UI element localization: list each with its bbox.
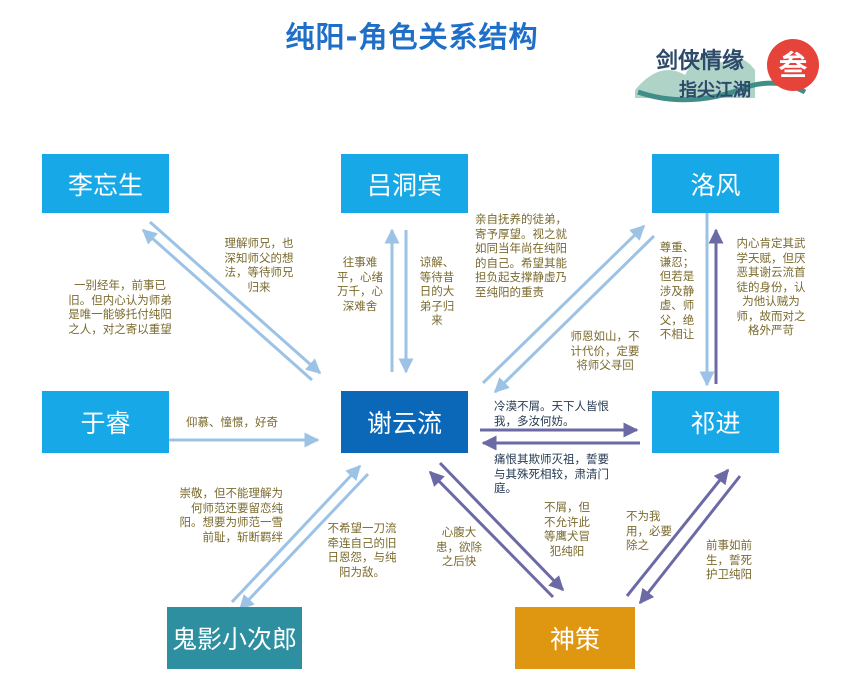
- arrow-gui-to-xie: [230, 464, 362, 604]
- label-lv-to-xie: 谅解、等待昔日的大弟子归来: [419, 255, 455, 327]
- node-xie-yunliu[interactable]: 谢云流: [341, 391, 468, 453]
- label-xie-to-qi: 冷漠不屑。天下人皆恨我，多汝何妨。: [494, 399, 609, 428]
- logo-badge-text: 叁: [778, 49, 808, 82]
- label-gui-to-xie: 崇敬，但不能理解为何师范还要留恋纯阳。想要为师范一雪前耻，斩断羁绊: [179, 486, 284, 544]
- label-yu-to-xie: 仰慕、憧憬，好奇: [186, 415, 278, 429]
- arrow-luo-to-xie: [493, 234, 656, 394]
- node-li-wangsheng[interactable]: 李忘生: [42, 154, 169, 213]
- logo-mountain: [635, 57, 755, 98]
- label-xie-to-li: 理解师兄，也深知师父的想法，等待师兄归来: [224, 236, 294, 294]
- label-qi-to-xie: 痛恨其欺师灭祖，誓要与其殊死相较，肃清门庭。: [494, 452, 609, 495]
- arrow-shen-to-xie: [428, 470, 555, 599]
- label-luo-to-xie: 师恩如山，不计代价，定要将师父寻回: [570, 329, 640, 372]
- arrow-xie-to-gui: [238, 472, 370, 611]
- logo-text-line1: 剑侠情缘: [655, 48, 744, 74]
- label-xie-to-shen: 不屑，但不允许此等鹰犬冒犯纯阳: [544, 500, 590, 558]
- arrow-qi-to-shen: [638, 475, 742, 605]
- node-luo-feng[interactable]: 洛风: [652, 154, 779, 213]
- label-qi-to-luo: 内心肯定其武学天赋，但厌恶其谢云流首徒的身份，认为他认贼为师，故而对之格外严苛: [736, 236, 806, 337]
- node-shen-ce[interactable]: 神策: [515, 607, 635, 669]
- label-shen-to-xie: 心腹大患，欲除之后快: [436, 525, 482, 568]
- label-li-to-xie: 一别经年，前事已旧。但内心认为师弟是唯一能够托付纯阳之人，对之寄以重望: [68, 278, 172, 336]
- label-xie-to-gui: 不希望一刀流牵连自己的旧日恩怨，与纯阳为敌。: [327, 521, 397, 579]
- label-shen-to-qi: 不为我用，必要除之: [626, 509, 672, 552]
- label-qi-to-shen: 前事如前生，誓死护卫纯阳: [706, 538, 752, 581]
- label-xie-to-luo: 亲自抚养的徒弟，寄予厚望。视之就如同当年尚在纯阳的自己。希望其能担负起支撑静虚乃…: [475, 212, 567, 299]
- page-title: 纯阳-角色关系结构: [285, 20, 539, 54]
- node-qi-jin[interactable]: 祁进: [652, 391, 779, 453]
- arrow-li-to-xie: [149, 220, 322, 375]
- arrow-shen-to-qi: [625, 468, 730, 597]
- arrow-xie-to-li: [141, 228, 313, 382]
- logo-badge-circle: [767, 39, 819, 91]
- arrow-xie-to-shen: [438, 461, 565, 592]
- node-lv-dongbin[interactable]: 吕洞宾: [341, 154, 468, 213]
- label-luo-to-qi: 尊重、谦忍；但若是涉及静虚、师父，绝不相让: [659, 240, 695, 341]
- arrow-xie-to-luo: [481, 224, 646, 385]
- logo-text-line2: 指尖江湖: [679, 79, 751, 101]
- node-gui-ying[interactable]: 鬼影小次郎: [167, 607, 302, 669]
- game-logo: 叁 剑侠情缘 指尖江湖: [630, 20, 830, 115]
- node-yu-rui[interactable]: 于睿: [42, 391, 169, 453]
- label-xie-to-lv: 往事难平，心绪万千，心深难舍: [337, 255, 383, 313]
